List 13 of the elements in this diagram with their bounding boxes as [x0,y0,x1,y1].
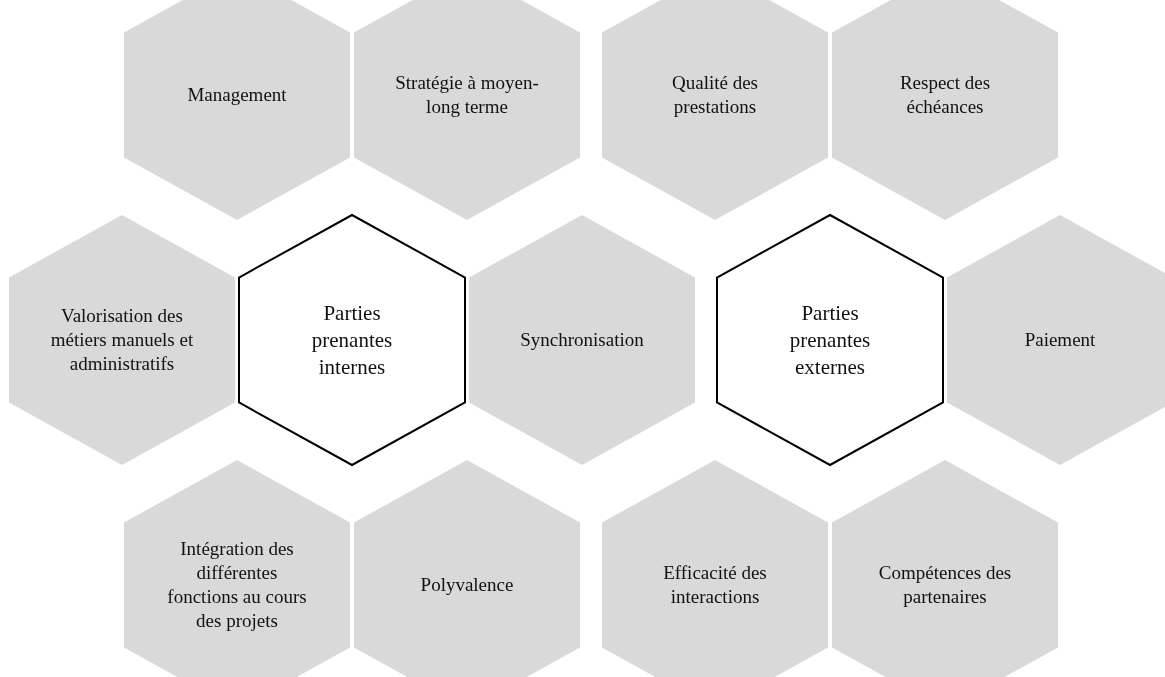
hexagon-label: Qualité des prestations [671,71,759,119]
hexagon-label: Respect des échéances [898,71,992,119]
hexagon-label: Stratégie à moyen-long terme [394,71,540,119]
hexagon-label: Parties prenantes externes [788,299,872,381]
hexagon-label: Compétences des partenaires [877,561,1013,609]
hexagon-label: Valorisation des métiers manuels et administratifs [49,304,195,376]
hexagon-label: Synchronisation [519,328,645,352]
hexagon-label: Efficacité des interactions [662,561,768,609]
hexagon-label: Management [186,83,288,107]
hexagon-label: Parties prenantes internes [310,299,394,381]
hexagon-label: Intégration des différentes fonctions au cours des projets [166,537,308,633]
hexagon-label: Polyvalence [419,573,515,597]
hexagon-label: Paiement [1023,328,1097,352]
